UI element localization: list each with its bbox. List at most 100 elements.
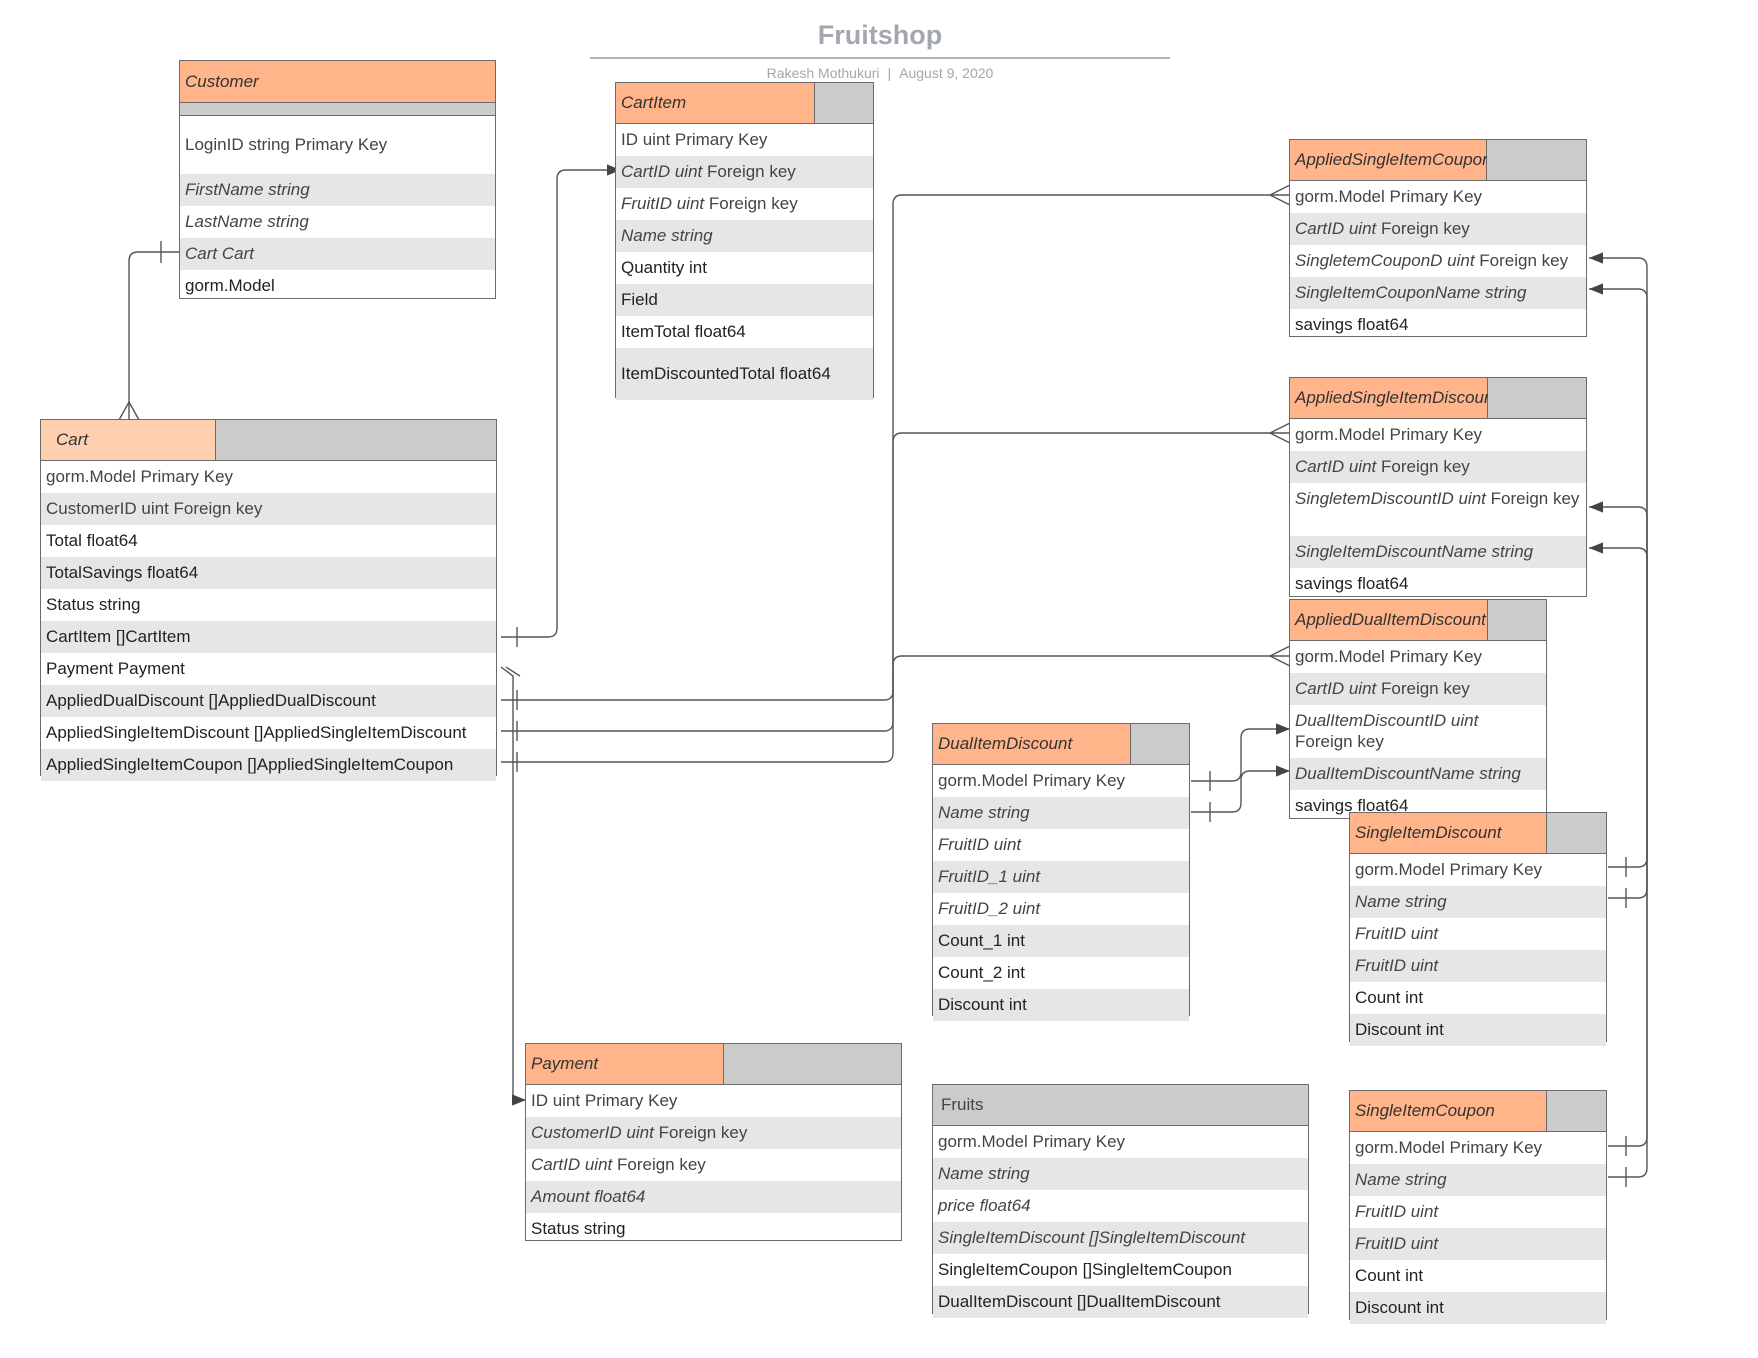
field-text: Discount int <box>938 995 1027 1014</box>
field-row: gorm.Model Primary Key <box>1290 419 1586 451</box>
field-row: CartID uint Foreign key <box>1290 673 1546 705</box>
field-row: Count_2 int <box>933 957 1189 989</box>
title-divider <box>590 57 1170 59</box>
field-text: Status string <box>46 595 141 614</box>
field-text: gorm.Model Primary Key <box>46 467 234 486</box>
entity-name: SingleItemCoupon <box>1350 1091 1547 1131</box>
date: August 9, 2020 <box>899 65 994 81</box>
header-gray <box>1131 724 1189 764</box>
field-row: Amount float64 <box>526 1181 901 1213</box>
entity-header: DualItemDiscount <box>933 724 1189 765</box>
entity-single-item-discount: SingleItemDiscount gorm.Model Primary Ke… <box>1349 812 1607 1046</box>
header-gray <box>1547 813 1606 853</box>
diagram-subtitle: Rakesh Mothukuri|August 9, 2020 <box>590 65 1170 81</box>
entity-customer: Customer LoginID string Primary Key Firs… <box>179 60 496 299</box>
field-row: CartID uint Foreign key <box>526 1149 901 1181</box>
diagram-title: Fruitshop <box>817 20 943 50</box>
entity-header: AppliedDualItemDiscount <box>1290 600 1546 641</box>
field-text: TotalSavings float64 <box>46 563 199 582</box>
field-key: Foreign key <box>1490 489 1580 508</box>
entity-name: Cart <box>41 420 216 460</box>
dual-id-line <box>1191 723 1290 782</box>
cart-payment-line <box>500 666 526 1106</box>
field-row: gorm.Model Primary Key <box>933 765 1189 797</box>
field-text: ItemDiscountedTotal float64 <box>621 364 831 383</box>
field-text: ID uint Primary Key <box>531 1091 678 1110</box>
entity-header: Cart <box>41 420 496 461</box>
applieddual-crowfoot <box>1268 645 1291 667</box>
field-type: CartID uint <box>1295 457 1377 476</box>
field-row: CartID uint Foreign key <box>616 156 873 188</box>
field-text: SingleItemCouponName string <box>1295 283 1527 302</box>
field-text: gorm.Model Primary Key <box>1295 647 1483 666</box>
field-row: gorm.Model Primary Key <box>933 1126 1308 1158</box>
field-row: ID uint Primary Key <box>616 124 873 156</box>
field-text: Name string <box>621 226 713 245</box>
field-row: Status string <box>526 1213 901 1245</box>
field-row: ItemTotal float64 <box>616 316 873 348</box>
field-row: LastName string <box>180 206 495 238</box>
field-text: Status string <box>531 1219 626 1238</box>
field-row: CustomerID uint Foreign key <box>41 493 496 525</box>
field-text: gorm.Model Primary Key <box>938 1132 1126 1151</box>
field-row: FruitID uint <box>1350 950 1606 982</box>
field-row: Status string <box>41 589 496 621</box>
field-row: gorm.Model <box>180 270 495 302</box>
entity-applied-single-item-discount: AppliedSingleItemDiscount gorm.Model Pri… <box>1289 377 1587 597</box>
field-text: gorm.Model Primary Key <box>938 771 1126 790</box>
field-row: FruitID uint <box>1350 1228 1606 1260</box>
field-row: LoginID string Primary Key <box>180 116 495 174</box>
separator: | <box>887 65 892 81</box>
field-text: gorm.Model Primary Key <box>1295 425 1483 444</box>
field-row: Payment Payment <box>41 653 496 685</box>
field-row: Total float64 <box>41 525 496 557</box>
entity-name: AppliedSingleItemCoupon <box>1290 140 1492 180</box>
field-row: DualItemDiscount []DualItemDiscount <box>933 1286 1308 1318</box>
field-row: CartID uint Foreign key <box>1290 213 1586 245</box>
field-text: FruitID_2 uint <box>938 899 1041 918</box>
entity-name: Payment <box>526 1044 724 1084</box>
field-text: FruitID uint <box>1355 956 1439 975</box>
field-text: FruitID uint <box>1355 1202 1439 1221</box>
field-row: CartID uint Foreign key <box>1290 451 1586 483</box>
entity-name: DualItemDiscount <box>933 724 1131 764</box>
entity-payment: Payment ID uint Primary Key CustomerID u… <box>525 1043 902 1241</box>
appliedsinglecoupon-crowfoot <box>1268 184 1291 206</box>
field-type: DualItemDiscountID uint <box>1295 711 1479 730</box>
entity-header: AppliedSingleItemDiscount <box>1290 378 1586 419</box>
field-row: FirstName string <box>180 174 495 206</box>
field-row: Name string <box>933 1158 1308 1190</box>
field-text: Field <box>621 290 658 309</box>
entity-fruits: Fruits gorm.Model Primary Key Name strin… <box>932 1084 1309 1318</box>
field-text: Discount int <box>1355 1298 1444 1317</box>
header-gray <box>1487 140 1586 180</box>
field-key: Foreign key <box>616 1155 706 1174</box>
cart-applieddual-line <box>501 655 1290 701</box>
entity-single-item-coupon: SingleItemCoupon gorm.Model Primary Key … <box>1349 1090 1607 1324</box>
field-type: CartID uint <box>1295 219 1377 238</box>
field-text: savings float64 <box>1295 315 1409 334</box>
field-text: Amount float64 <box>531 1187 646 1206</box>
field-text: Total float64 <box>46 531 138 550</box>
field-row: ID uint Primary Key <box>526 1085 901 1117</box>
entity-name: Fruits <box>933 1085 1308 1125</box>
header-gray <box>1488 600 1546 640</box>
field-row: Field <box>616 284 873 316</box>
divider-bar <box>180 103 495 116</box>
field-key: Foreign key <box>1479 251 1569 270</box>
field-row: FruitID uint <box>1350 1196 1606 1228</box>
field-row: gorm.Model Primary Key <box>1350 854 1606 886</box>
field-row: FruitID uint Foreign key <box>616 188 873 220</box>
field-text: ItemTotal float64 <box>621 322 746 341</box>
field-row: TotalSavings float64 <box>41 557 496 589</box>
entity-dual-item-discount: DualItemDiscount gorm.Model Primary Key … <box>932 723 1190 1021</box>
field-row: FruitID_2 uint <box>933 893 1189 925</box>
field-text: Discount int <box>1355 1020 1444 1039</box>
field-text: SingleItemDiscountName string <box>1295 542 1534 561</box>
entity-header: SingleItemDiscount <box>1350 813 1606 854</box>
field-text: CartItem []CartItem <box>46 627 191 646</box>
field-row: gorm.Model Primary Key <box>41 461 496 493</box>
field-text: AppliedDualDiscount []AppliedDualDiscoun… <box>46 691 376 710</box>
